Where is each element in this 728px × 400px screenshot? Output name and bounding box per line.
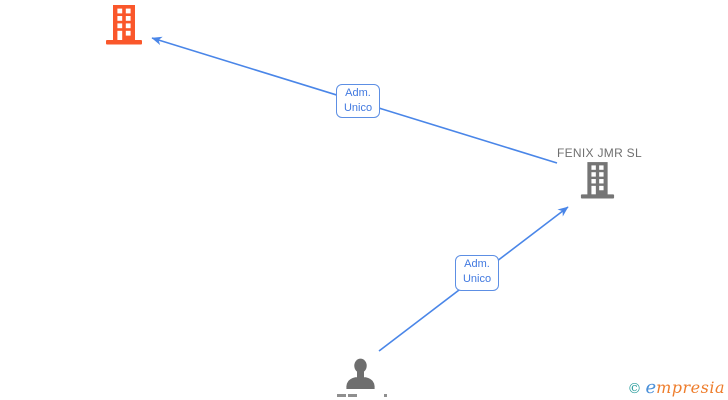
company-node-fenix-label[interactable]: FENIX JMR SL <box>557 146 642 160</box>
person-icon <box>343 356 378 391</box>
building-icon <box>105 5 143 45</box>
brand-logo-first-letter: e <box>645 377 657 398</box>
edge-label-line1: Adm. <box>464 258 490 270</box>
company-node-highlighted[interactable] <box>105 5 143 45</box>
edge-label-adm-unico-1: Adm. Unico <box>336 84 380 118</box>
edge-label-adm-unico-2: Adm. Unico <box>455 255 499 291</box>
person-node[interactable] <box>343 356 378 391</box>
edge-label-line2: Unico <box>343 102 373 114</box>
edge-label-line1: Adm. <box>345 87 371 99</box>
empresia-watermark: ©empresia <box>627 377 725 398</box>
person-label-cropped <box>337 394 397 400</box>
company-node-fenix[interactable] <box>580 162 615 199</box>
copyright-icon: © <box>627 381 642 397</box>
building-icon <box>580 162 615 199</box>
edge-label-line2: Unico <box>462 273 492 285</box>
brand-logo-text: mpresia <box>656 378 725 397</box>
